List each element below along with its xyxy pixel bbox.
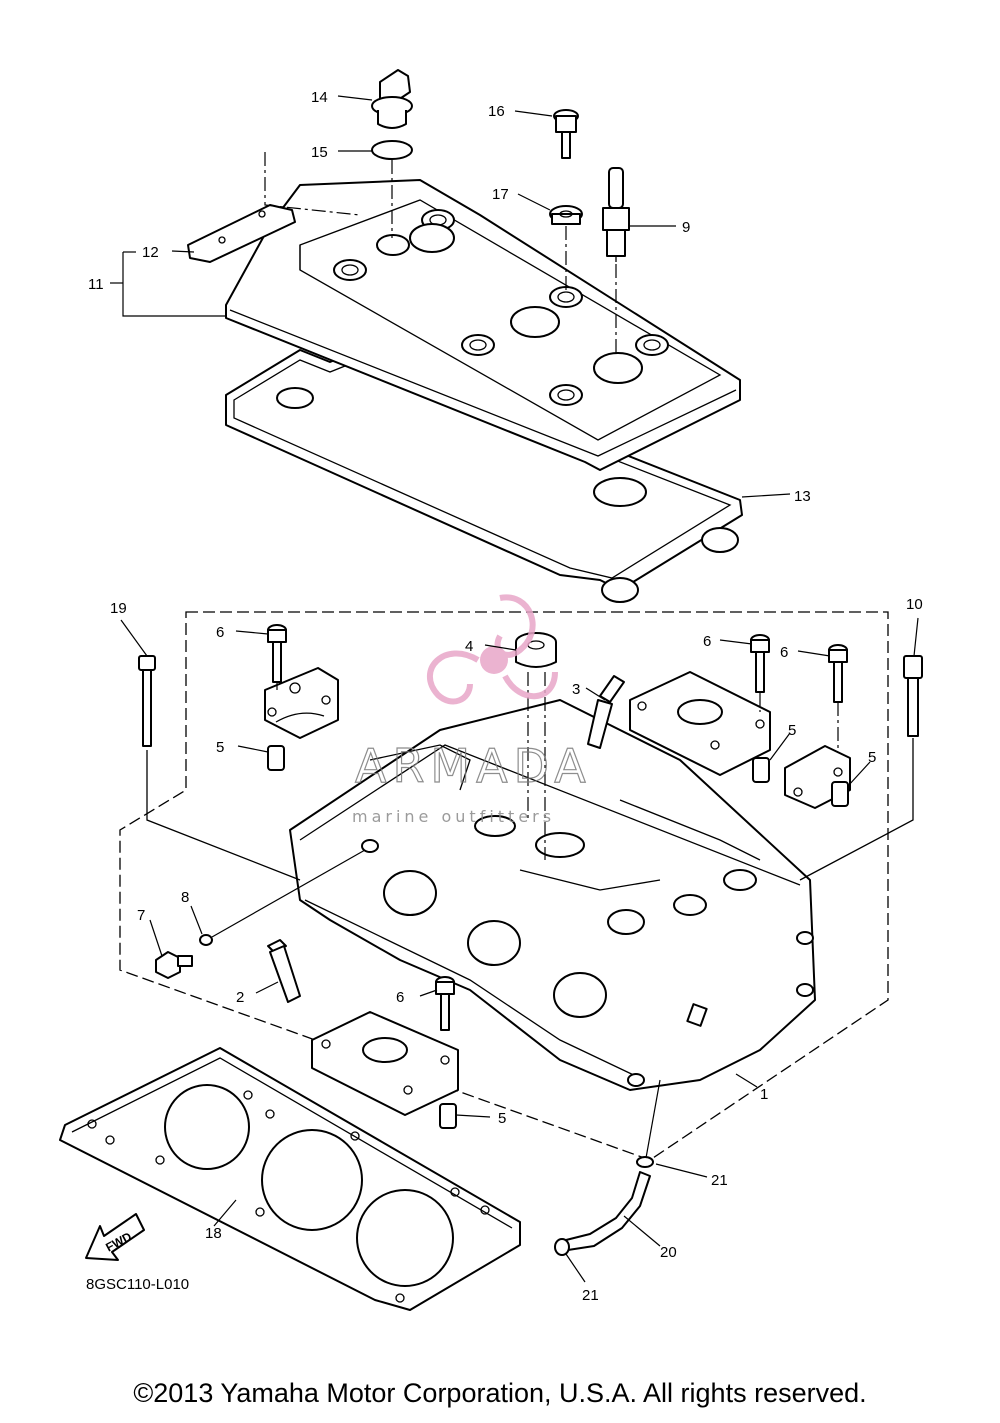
propeller-logo-icon xyxy=(426,594,558,705)
leader-lines xyxy=(110,95,919,1283)
head-gasket xyxy=(59,1047,521,1311)
gasket-washer xyxy=(199,934,213,946)
valve-guide-lower xyxy=(267,939,301,1003)
cap-bolt-3 xyxy=(828,644,848,703)
callout-20: 20 xyxy=(660,1244,677,1261)
callout-7: 7 xyxy=(137,907,145,924)
hose-clamp-lower xyxy=(554,1238,570,1256)
grommet xyxy=(549,205,583,225)
dowel-3 xyxy=(831,781,849,807)
spark-plug xyxy=(602,167,630,262)
cap-bolt-2 xyxy=(750,634,770,693)
callout-1: 1 xyxy=(760,1086,768,1103)
watermark-brand: ARMADA xyxy=(355,739,592,793)
valve-guide-upper xyxy=(587,675,625,749)
callout-18: 18 xyxy=(205,1225,222,1242)
callout-12: 12 xyxy=(142,244,159,261)
callout-5b: 5 xyxy=(788,722,796,739)
cover-bolt xyxy=(553,109,579,159)
callout-labels: 1 2 3 4 5 5 5 5 6 6 6 6 7 8 9 10 11 12 1… xyxy=(88,89,923,1304)
cylinder-head-cover xyxy=(225,179,741,471)
callout-6b: 6 xyxy=(703,633,711,650)
callout-17: 17 xyxy=(492,186,509,203)
camshaft-cap-right-1 xyxy=(629,671,771,776)
camshaft-cap-lower xyxy=(311,1011,459,1116)
callout-14: 14 xyxy=(311,89,328,106)
cap-bolt-4 xyxy=(435,976,455,1031)
callout-6d: 6 xyxy=(396,989,404,1006)
oil-filler-cap xyxy=(371,69,413,129)
watermark: ARMADA marine outfitters xyxy=(352,594,592,826)
o-ring xyxy=(371,140,413,160)
dowel-4 xyxy=(439,1103,457,1129)
hose-clamp-upper xyxy=(636,1156,654,1168)
forward-arrow-icon: FWD xyxy=(85,1213,145,1261)
drawing-code: 8GSC110-L010 xyxy=(86,1276,189,1293)
head-bolt-19 xyxy=(138,655,301,881)
callout-5c: 5 xyxy=(868,749,876,766)
callout-4: 4 xyxy=(465,638,473,655)
callout-13: 13 xyxy=(794,488,811,505)
dowel-2 xyxy=(752,757,770,783)
union-bolt xyxy=(155,951,193,979)
cap-bolt-1 xyxy=(267,624,287,683)
callout-11: 11 xyxy=(88,276,104,293)
cover-bracket xyxy=(187,152,361,263)
callout-15: 15 xyxy=(311,144,328,161)
copyright-notice: ©2013 Yamaha Motor Corporation, U.S.A. A… xyxy=(133,1378,867,1408)
callout-19: 19 xyxy=(110,600,127,617)
callout-9: 9 xyxy=(682,219,690,236)
dowel-1 xyxy=(267,745,285,771)
valve-cover-gasket xyxy=(225,349,743,603)
callout-3: 3 xyxy=(572,681,580,698)
callout-2: 2 xyxy=(236,989,244,1006)
head-bolt-10 xyxy=(799,655,923,881)
watermark-tagline: marine outfitters xyxy=(352,807,555,826)
callout-10: 10 xyxy=(906,596,923,613)
callout-5a: 5 xyxy=(216,739,224,756)
breather-hose xyxy=(565,1171,651,1251)
callout-5d: 5 xyxy=(498,1110,506,1127)
callout-8: 8 xyxy=(181,889,189,906)
callout-21a: 21 xyxy=(711,1172,728,1189)
callout-21b: 21 xyxy=(582,1287,599,1304)
cylinder-head xyxy=(289,699,816,1091)
callout-6c: 6 xyxy=(780,644,788,661)
callout-16: 16 xyxy=(488,103,505,120)
callout-6a: 6 xyxy=(216,624,224,641)
camshaft-cap-left xyxy=(264,667,339,739)
